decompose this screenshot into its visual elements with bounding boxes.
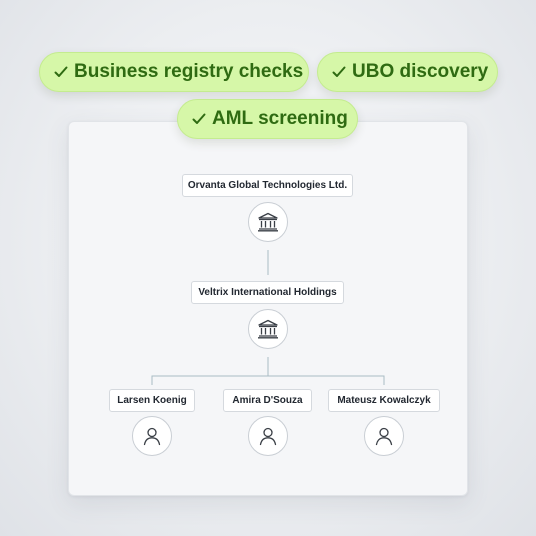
check-icon (192, 113, 206, 125)
person-name: Amira D'Souza (232, 395, 303, 406)
entity-name: Orvanta Global Technologies Ltd. (187, 180, 348, 191)
entity-label-subsidiary: Veltrix International Holdings (191, 281, 344, 304)
check-pill-label: UBO discovery (352, 61, 489, 82)
check-icon (54, 66, 68, 78)
check-pill-label: AML screening (212, 108, 348, 129)
person-icon (248, 416, 288, 456)
bank-icon (248, 309, 288, 349)
person-icon (132, 416, 172, 456)
entity-label-parent: Orvanta Global Technologies Ltd. (182, 174, 353, 197)
person-name: Mateusz Kowalczyk (337, 395, 431, 406)
entity-name: Veltrix International Holdings (198, 287, 337, 298)
check-icon (332, 66, 346, 78)
person-name: Larsen Koenig (117, 395, 187, 406)
person-label: Amira D'Souza (223, 389, 312, 412)
person-icon (364, 416, 404, 456)
check-pill-ubo-discovery: UBO discovery (317, 52, 498, 92)
check-pill-label: Business registry checks (74, 61, 304, 82)
check-pill-aml-screening: AML screening (177, 99, 358, 139)
check-pill-business-registry: Business registry checks (39, 52, 309, 92)
person-label: Mateusz Kowalczyk (328, 389, 440, 412)
bank-icon (248, 202, 288, 242)
person-label: Larsen Koenig (109, 389, 195, 412)
